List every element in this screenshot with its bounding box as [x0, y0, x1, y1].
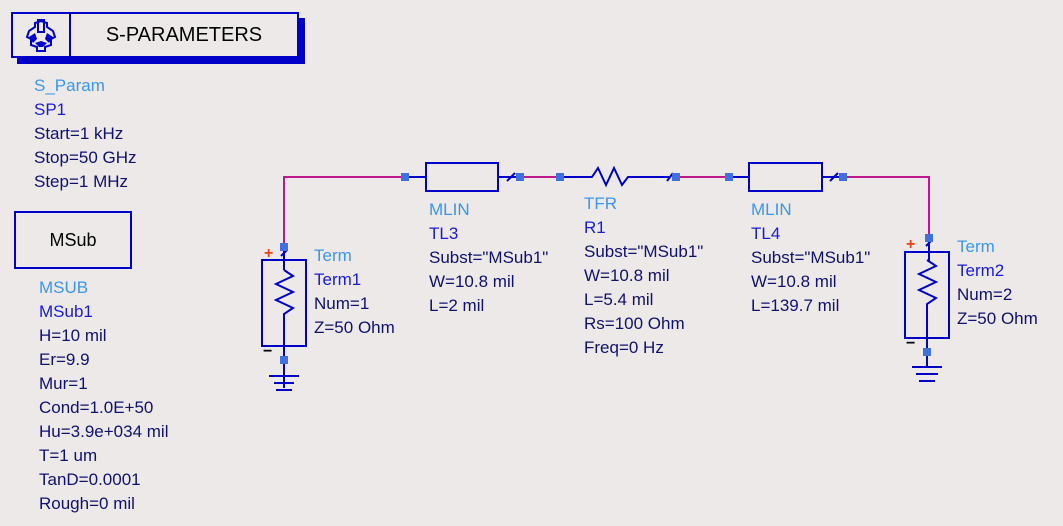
term2-plus-icon: + — [906, 236, 916, 253]
pin[interactable] — [556, 173, 564, 181]
term1-ground-icon — [269, 375, 299, 391]
pin[interactable] — [923, 348, 931, 356]
sparam-param: Start=1 kHz — [34, 124, 124, 143]
term2-ground-icon — [912, 366, 942, 382]
term2-param: Num=2 — [957, 285, 1013, 304]
tl3-instance: TL3 — [429, 224, 459, 243]
term2-label: Term Term2 Num=2 Z=50 Ohm — [957, 235, 1038, 331]
r1-type: TFR — [584, 194, 618, 213]
pin[interactable] — [280, 356, 288, 364]
r1-param: Subst="MSub1" — [584, 242, 704, 261]
tl3-param: L=2 mil — [429, 296, 485, 315]
tl4-instance: TL4 — [751, 224, 781, 243]
tl3-label: MLIN TL3 Subst="MSub1" W=10.8 mil L=2 mi… — [429, 198, 548, 318]
sparam-instance: SP1 — [34, 100, 67, 119]
r1-symbol[interactable] — [560, 165, 674, 188]
r1-param: L=5.4 mil — [584, 290, 654, 309]
msub-title: MSub — [49, 229, 97, 250]
term1-type: Term — [314, 246, 352, 265]
msub-label: MSUB MSub1 H=10 mil Er=9.9 Mur=1 Cond=1.… — [39, 276, 168, 516]
pin[interactable] — [280, 243, 288, 251]
tl4-label: MLIN TL4 Subst="MSub1" W=10.8 mil L=139.… — [751, 198, 870, 318]
term1-param: Num=1 — [314, 294, 370, 313]
tl4-symbol[interactable] — [729, 162, 843, 192]
tl3-pin-marker — [506, 172, 516, 182]
msub-param: Er=9.9 — [39, 350, 90, 369]
term1-plus-icon: + — [264, 245, 274, 262]
wire-tl4-term2[interactable] — [843, 176, 930, 238]
pin[interactable] — [401, 173, 409, 181]
tl3-symbol[interactable] — [405, 162, 520, 192]
msub-param: Hu=3.9e+034 mil — [39, 422, 169, 441]
msub-param: T=1 um — [39, 446, 98, 465]
term1-param: Z=50 Ohm — [314, 318, 395, 337]
pin[interactable] — [925, 234, 933, 242]
term2-param: Z=50 Ohm — [957, 309, 1038, 328]
sparam-param: Stop=50 GHz — [34, 148, 137, 167]
sparam-type: S_Param — [34, 76, 105, 95]
term1-instance: Term1 — [314, 270, 362, 289]
msub-type: MSUB — [39, 278, 89, 297]
tl3-type: MLIN — [429, 200, 470, 219]
term2-type: Term — [957, 237, 995, 256]
pin[interactable] — [516, 173, 524, 181]
msub-instance: MSub1 — [39, 302, 93, 321]
msub-param: H=10 mil — [39, 326, 107, 345]
term1-symbol[interactable] — [261, 247, 307, 388]
pin[interactable] — [672, 173, 680, 181]
msub-param: Mur=1 — [39, 374, 88, 393]
sparam-component[interactable]: S-PARAMETERS — [11, 12, 299, 58]
r1-label: TFR R1 Subst="MSub1" W=10.8 mil L=5.4 mi… — [584, 192, 703, 360]
pin[interactable] — [725, 173, 733, 181]
gear-icon — [25, 19, 57, 52]
msub-param: TanD=0.0001 — [39, 470, 141, 489]
msub-param: Rough=0 mil — [39, 494, 135, 513]
r1-param: W=10.8 mil — [584, 266, 670, 285]
sparam-param: Step=1 MHz — [34, 172, 129, 191]
msub-component[interactable]: MSub — [14, 211, 132, 269]
msub-param: Cond=1.0E+50 — [39, 398, 154, 417]
sparam-icon-cell — [13, 14, 71, 56]
tl3-param: W=10.8 mil — [429, 272, 515, 291]
wire-term1-tl3[interactable] — [283, 176, 405, 247]
r1-instance: R1 — [584, 218, 606, 237]
term2-instance: Term2 — [957, 261, 1005, 280]
r1-param: Freq=0 Hz — [584, 338, 664, 357]
sparam-label: S_Param SP1 Start=1 kHz Stop=50 GHz Step… — [34, 74, 137, 194]
tl4-param: Subst="MSub1" — [751, 248, 871, 267]
term2-minus-icon: − — [906, 335, 916, 352]
tl3-param: Subst="MSub1" — [429, 248, 549, 267]
tl4-param: W=10.8 mil — [751, 272, 837, 291]
pin[interactable] — [839, 173, 847, 181]
sparam-title: S-PARAMETERS — [105, 23, 263, 46]
r1-param: Rs=100 Ohm — [584, 314, 685, 333]
term1-minus-icon: − — [263, 343, 273, 360]
term1-label: Term Term1 Num=1 Z=50 Ohm — [314, 244, 395, 340]
tl4-type: MLIN — [751, 200, 792, 219]
tl4-param: L=139.7 mil — [751, 296, 840, 315]
